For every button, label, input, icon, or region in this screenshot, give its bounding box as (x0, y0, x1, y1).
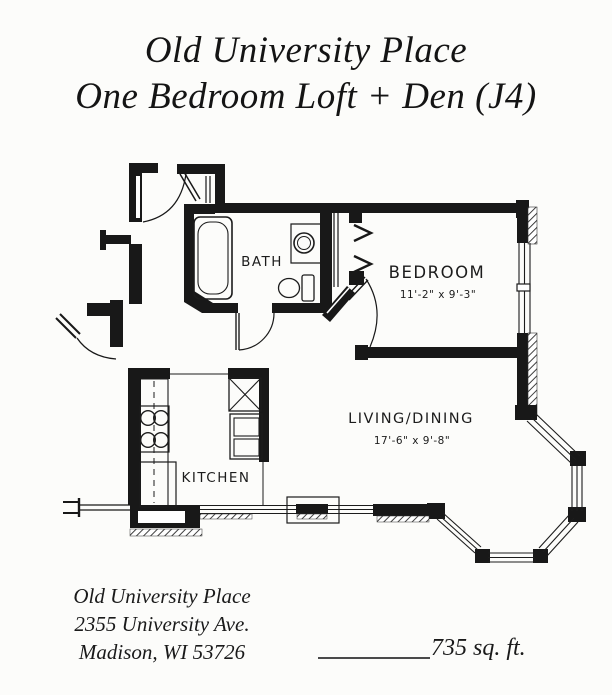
dishwasher (139, 461, 177, 508)
area-underline (318, 657, 430, 659)
address-line-1: Old University Place (73, 584, 251, 608)
bifold-door-chevron (353, 254, 374, 274)
stove-burner (152, 432, 169, 449)
bath-sink (293, 232, 315, 254)
kitchen-sink (229, 413, 263, 460)
wall-hatch (376, 515, 430, 523)
bay-window (427, 405, 586, 563)
bedroom-dimensions: 11'-2" x 9'-3" (400, 289, 476, 301)
hall-closet (142, 164, 225, 223)
address-line-3: Madison, WI 53726 (78, 640, 246, 664)
bedroom: BEDROOM 11'-2" x 9'-3" (332, 200, 538, 417)
corridor-walls (87, 163, 158, 347)
toilet (277, 277, 301, 299)
page-title: Old University Place One Bedroom Loft + … (0, 28, 612, 120)
window-mullion (516, 283, 531, 292)
wall-hatch (129, 528, 203, 537)
living-dimensions: 17'-6" x 9'-8" (374, 435, 450, 447)
kitchen-window (138, 511, 185, 523)
title-line-2: One Bedroom Loft + Den (J4) (75, 76, 537, 117)
bedroom-door-leaf (345, 276, 366, 298)
stove-burner (139, 432, 156, 449)
sliding-door (286, 496, 340, 524)
entry-door-arc (76, 337, 117, 360)
angled-wall (322, 286, 355, 322)
wall-hatch (527, 332, 538, 417)
kitchen-label: KITCHEN (182, 470, 251, 486)
bathroom: BATH (184, 203, 332, 351)
bifold-door-chevron (353, 223, 374, 243)
closet-door-leaf (179, 173, 197, 202)
title-line-1: Old University Place (144, 30, 468, 71)
living-label: LIVING/DINING (348, 411, 474, 427)
bedroom-closet (322, 210, 378, 348)
entry-door (55, 313, 117, 360)
closet-door-arc (142, 173, 187, 223)
bedroom-label: BEDROOM (389, 263, 486, 282)
address-line-2: 2355 University Ave. (74, 612, 250, 636)
kitchen: KITCHEN (128, 368, 269, 508)
bath-label: BATH (241, 254, 283, 270)
area-label: 735 sq. ft. (431, 635, 526, 661)
wall-break-symbol (63, 498, 130, 517)
bottom-wall (63, 496, 430, 537)
address-block: Old University Place 2355 University Ave… (50, 582, 274, 666)
wall-hatch (527, 206, 538, 245)
bathtub (193, 216, 233, 300)
stove-burner (152, 410, 169, 427)
wall-hatch (199, 513, 253, 520)
living-dining: LIVING/DINING 17'-6" x 9'-8" (348, 411, 474, 447)
stove (139, 405, 170, 453)
bedroom-door-arc (365, 278, 378, 348)
refrigerator (228, 377, 262, 412)
stove-burner (139, 410, 156, 427)
vanity-counter (290, 223, 320, 264)
bath-door-arc (238, 312, 275, 351)
